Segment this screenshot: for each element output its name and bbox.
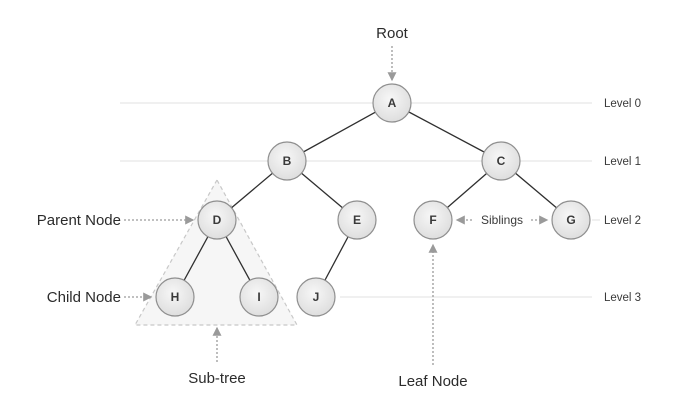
node-h: H — [155, 277, 195, 317]
sub-tree-label: Sub-tree — [188, 370, 246, 387]
node-c: C — [481, 141, 521, 181]
leaf-node-label: Leaf Node — [398, 373, 467, 390]
node-i-label: I — [257, 290, 260, 304]
root-label: Root — [376, 25, 409, 42]
node-f: F — [413, 200, 453, 240]
node-b-label: B — [283, 154, 292, 168]
node-e: E — [337, 200, 377, 240]
node-e-label: E — [353, 213, 361, 227]
level-label-2: Level 2 — [604, 215, 641, 227]
level-label-1: Level 1 — [604, 156, 641, 168]
child-node-label: Child Node — [47, 289, 121, 306]
node-j: J — [296, 277, 336, 317]
node-i: I — [239, 277, 279, 317]
node-g-label: G — [566, 213, 575, 227]
node-c-label: C — [497, 154, 506, 168]
node-a: A — [372, 83, 412, 123]
annotation-arrows — [124, 46, 549, 365]
node-d-label: D — [213, 213, 222, 227]
annotation-labels: Root Parent Node Child Node Siblings Sub… — [37, 25, 523, 390]
node-a-label: A — [388, 96, 397, 110]
parent-node-label: Parent Node — [37, 212, 121, 229]
node-b: B — [267, 141, 307, 181]
node-j-label: J — [313, 290, 320, 304]
edge-a-c — [391, 102, 502, 162]
level-label-0: Level 0 — [604, 98, 641, 110]
siblings-label: Siblings — [481, 213, 523, 227]
node-g: G — [551, 200, 591, 240]
edge-a-b — [286, 102, 393, 162]
node-h-label: H — [171, 290, 180, 304]
node-d: D — [197, 200, 237, 240]
level-label-3: Level 3 — [604, 292, 641, 304]
node-f-label: F — [429, 213, 436, 227]
level-labels: Level 0 Level 1 Level 2 Level 3 — [604, 98, 641, 304]
tree-nodes: A B C D E F G H — [155, 83, 591, 317]
